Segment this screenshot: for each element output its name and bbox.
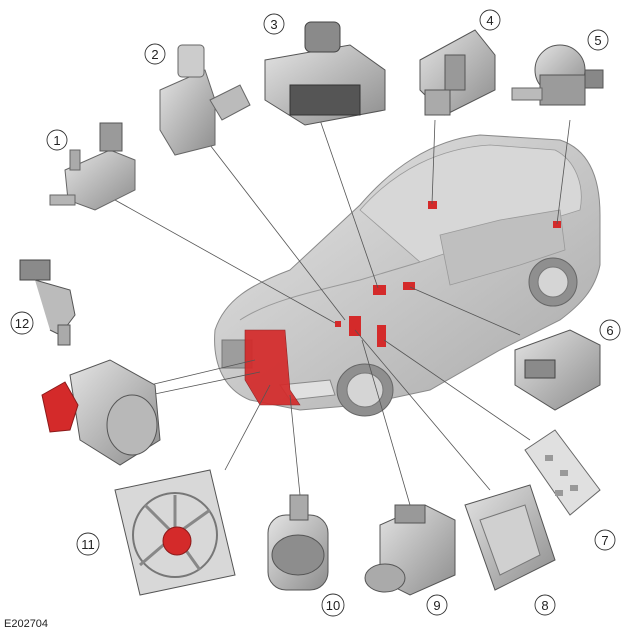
callout-label-6: 6 <box>606 323 613 338</box>
component-11-cooling-fan <box>114 469 236 596</box>
rear-wheel <box>528 257 578 307</box>
highlight-6 <box>403 282 415 290</box>
callout-10: 10 <box>321 593 345 617</box>
callouts: 1 2 3 4 5 6 7 8 <box>10 9 621 617</box>
highlight-4 <box>428 201 437 209</box>
component-10-water-pump <box>267 494 329 591</box>
callout-6: 6 <box>599 319 621 341</box>
callout-7: 7 <box>594 529 616 551</box>
highlight-8 <box>349 316 361 336</box>
callout-label-12: 12 <box>15 316 29 331</box>
callout-12: 12 <box>10 311 34 335</box>
figure-id: E202704 <box>4 618 48 630</box>
component-7-board <box>524 429 601 516</box>
callout-label-10: 10 <box>326 598 340 613</box>
highlight-5 <box>553 221 561 228</box>
callout-label-3: 3 <box>270 17 277 32</box>
component-4-sensor <box>419 29 496 116</box>
component-1-solenoid-valve <box>49 122 136 211</box>
callout-9: 9 <box>426 594 448 616</box>
callout-label-4: 4 <box>486 13 493 28</box>
component-5-pump <box>511 44 604 106</box>
highlight-7 <box>377 325 386 347</box>
highlight-1 <box>335 321 341 327</box>
sensor-housing-highlight <box>41 381 79 433</box>
component-2-thermostat <box>159 44 251 156</box>
callout-3: 3 <box>263 13 285 35</box>
callout-label-2: 2 <box>151 47 158 62</box>
callout-label-8: 8 <box>541 598 548 613</box>
callout-label-9: 9 <box>433 598 440 613</box>
callout-1: 1 <box>46 129 68 151</box>
callout-label-7: 7 <box>601 533 608 548</box>
callout-8: 8 <box>534 594 556 616</box>
car-highlights <box>244 201 561 406</box>
component-3-control-module <box>264 21 386 126</box>
component-9-abs-unit <box>364 504 456 596</box>
callout-4: 4 <box>479 9 501 31</box>
component-6-control-unit <box>514 329 601 411</box>
callout-2: 2 <box>144 43 166 65</box>
cooling-module-highlight <box>244 329 301 406</box>
callout-label-5: 5 <box>594 33 601 48</box>
highlight-3 <box>373 285 386 295</box>
component-8-ecu <box>464 484 556 591</box>
callout-11: 11 <box>76 532 100 556</box>
front-wheel <box>336 363 394 417</box>
fan-motor-highlight <box>162 526 192 556</box>
component-12-sensor-housing <box>19 259 161 466</box>
callout-label-1: 1 <box>53 133 60 148</box>
callout-label-11: 11 <box>81 537 95 552</box>
callout-5: 5 <box>587 29 609 51</box>
